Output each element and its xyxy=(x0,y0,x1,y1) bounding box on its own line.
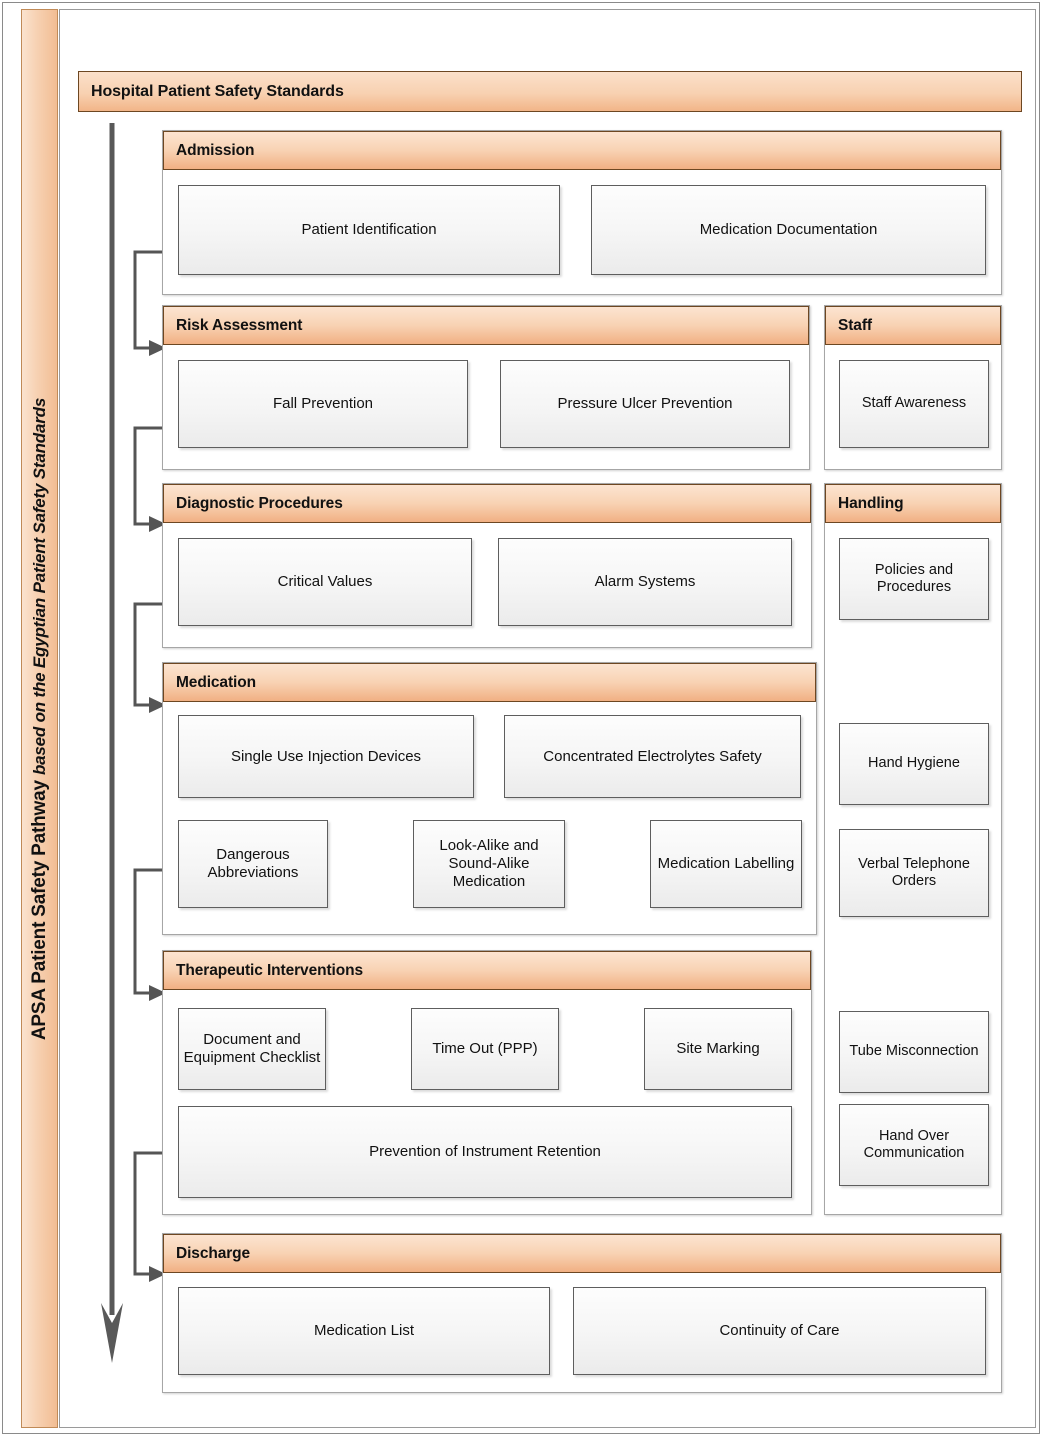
stage-medication[interactable]: Medication Single Use Injection Devices … xyxy=(162,662,817,935)
item-site-marking[interactable]: Site Marking xyxy=(644,1008,792,1090)
item-single-use-injection-devices[interactable]: Single Use Injection Devices xyxy=(178,715,474,798)
page-title-bar: Hospital Patient Safety Standards xyxy=(78,71,1022,112)
item-fall-prevention[interactable]: Fall Prevention xyxy=(178,360,468,448)
stage-therapeutic-interventions-label: Therapeutic Interventions xyxy=(176,961,363,979)
stage-diagnostic-procedures-header: Diagnostic Procedures xyxy=(163,484,811,523)
item-look-alike-sound-alike-medication[interactable]: Look-Alike and Sound-Alike Medication xyxy=(413,820,565,908)
stage-diagnostic-procedures-label: Diagnostic Procedures xyxy=(176,494,343,512)
item-policies-and-procedures[interactable]: Policies and Procedures xyxy=(839,538,989,620)
stage-discharge-label: Discharge xyxy=(176,1244,251,1262)
stage-medication-label: Medication xyxy=(176,673,256,691)
item-continuity-of-care[interactable]: Continuity of Care xyxy=(573,1287,986,1375)
item-staff-awareness[interactable]: Staff Awareness xyxy=(839,360,989,448)
item-patient-identification[interactable]: Patient Identification xyxy=(178,185,560,275)
item-verbal-telephone-orders[interactable]: Verbal Telephone Orders xyxy=(839,829,989,917)
stage-medication-header: Medication xyxy=(163,663,816,702)
stage-admission[interactable]: Admission Patient Identification Medicat… xyxy=(162,130,1002,295)
item-medication-list[interactable]: Medication List xyxy=(178,1287,550,1375)
stage-staff-label: Staff xyxy=(838,316,872,334)
side-banner-title-strong: APSA Patient Safety Pathway xyxy=(28,774,50,1040)
item-document-and-equipment-checklist[interactable]: Document and Equipment Checklist xyxy=(178,1008,326,1090)
stage-admission-label: Admission xyxy=(176,141,255,159)
item-medication-documentation[interactable]: Medication Documentation xyxy=(591,185,986,275)
main-flow-arrow-icon xyxy=(101,123,123,1363)
item-hand-hygiene[interactable]: Hand Hygiene xyxy=(839,723,989,805)
item-concentrated-electrolytes-safety[interactable]: Concentrated Electrolytes Safety xyxy=(504,715,801,798)
stage-handling-header: Handling xyxy=(825,484,1001,523)
item-alarm-systems[interactable]: Alarm Systems xyxy=(498,538,792,626)
item-pressure-ulcer-prevention[interactable]: Pressure Ulcer Prevention xyxy=(500,360,790,448)
item-time-out-ppp[interactable]: Time Out (PPP) xyxy=(411,1008,559,1090)
item-critical-values[interactable]: Critical Values xyxy=(178,538,472,626)
stage-discharge-header: Discharge xyxy=(163,1234,1001,1273)
side-banner-title: APSA Patient Safety Pathway based on the… xyxy=(29,397,51,1039)
item-hand-over-communication[interactable]: Hand Over Communication xyxy=(839,1104,989,1186)
page-title: Hospital Patient Safety Standards xyxy=(91,82,344,100)
side-banner-title-emphasis: based on the Egyptian Patient Safety Sta… xyxy=(29,397,49,775)
stage-risk-assessment[interactable]: Risk Assessment Fall Prevention Pressure… xyxy=(162,305,810,470)
side-banner: APSA Patient Safety Pathway based on the… xyxy=(21,9,58,1428)
stage-handling-label: Handling xyxy=(838,494,904,512)
stage-diagnostic-procedures[interactable]: Diagnostic Procedures Critical Values Al… xyxy=(162,483,812,648)
stage-therapeutic-interventions-header: Therapeutic Interventions xyxy=(163,951,811,990)
stage-handling[interactable]: Handling Policies and Procedures Hand Hy… xyxy=(824,483,1002,1215)
stage-staff-header: Staff xyxy=(825,306,1001,345)
stage-discharge[interactable]: Discharge Medication List Continuity of … xyxy=(162,1233,1002,1393)
stage-admission-header: Admission xyxy=(163,131,1001,170)
item-prevention-of-instrument-retention[interactable]: Prevention of Instrument Retention xyxy=(178,1106,792,1198)
stage-therapeutic-interventions[interactable]: Therapeutic Interventions Document and E… xyxy=(162,950,812,1215)
item-dangerous-abbreviations[interactable]: Dangerous Abbreviations xyxy=(178,820,328,908)
stage-risk-assessment-label: Risk Assessment xyxy=(176,316,303,334)
stage-staff[interactable]: Staff Staff Awareness xyxy=(824,305,1002,470)
stage-risk-assessment-header: Risk Assessment xyxy=(163,306,809,345)
item-medication-labelling[interactable]: Medication Labelling xyxy=(650,820,802,908)
item-tube-misconnection[interactable]: Tube Misconnection xyxy=(839,1011,989,1093)
